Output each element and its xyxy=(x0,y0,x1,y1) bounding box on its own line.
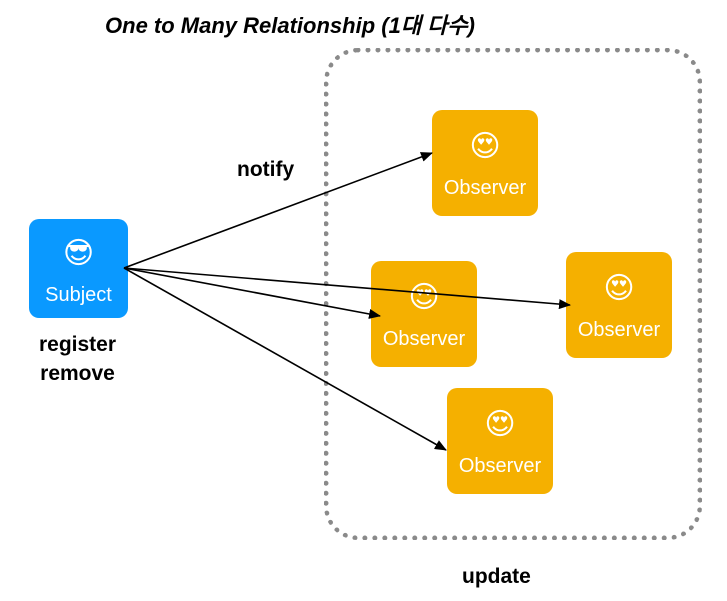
observer-node-1: 😍 Observer xyxy=(432,110,538,216)
heart-eyes-face-icon: 😍 xyxy=(484,408,516,441)
subject-node: 😎 Subject xyxy=(29,219,128,318)
observer-node-2: 😍 Observer xyxy=(371,261,477,367)
diagram-title: One to Many Relationship (1대 다수) xyxy=(105,13,475,38)
observer-label: Observer xyxy=(577,319,661,341)
observer-node-3: 😍 Observer xyxy=(566,252,672,358)
remove-label: remove xyxy=(40,362,115,385)
heart-eyes-face-icon: 😍 xyxy=(469,130,501,163)
observer-node-4: 😍 Observer xyxy=(447,388,553,494)
subject-label: Subject xyxy=(45,284,112,306)
notify-label: notify xyxy=(237,158,295,181)
update-label: update xyxy=(462,565,531,588)
heart-eyes-face-icon: 😍 xyxy=(603,272,635,305)
cool-face-sunglasses-icon: 😎 xyxy=(62,237,95,270)
register-label: register xyxy=(38,333,117,356)
observer-label: Observer xyxy=(382,328,466,350)
observer-label: Observer xyxy=(443,177,527,199)
heart-eyes-face-icon: 😍 xyxy=(408,281,440,314)
observer-label: Observer xyxy=(458,455,542,477)
